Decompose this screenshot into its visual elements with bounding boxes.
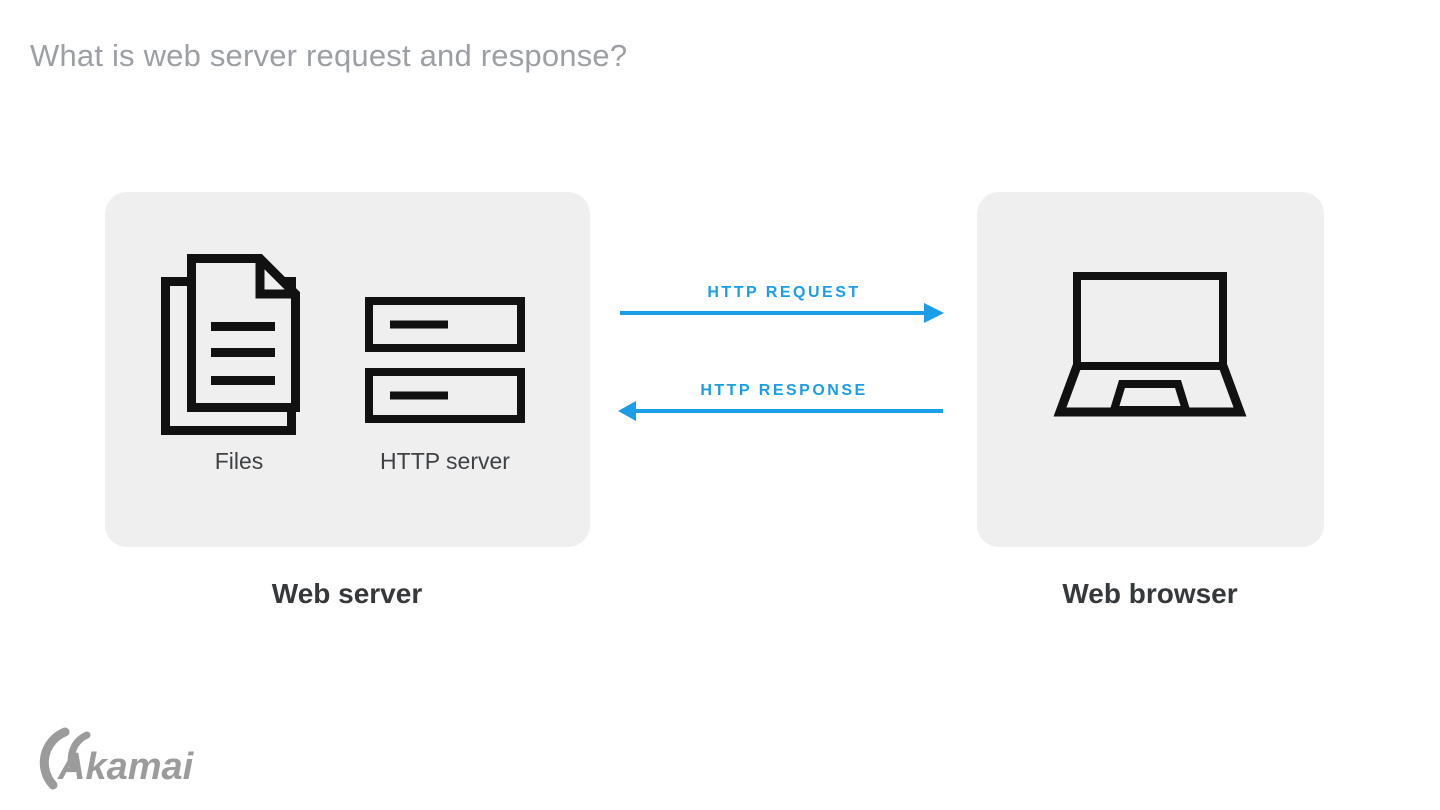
web-server-panel: Files HTTP server [105, 192, 590, 547]
web-browser-panel [977, 192, 1324, 547]
akamai-wordmark: Akamai [57, 746, 195, 788]
http-request-label: HTTP REQUEST [707, 284, 861, 301]
http-server-icon [365, 297, 525, 423]
web-browser-caption: Web browser [1062, 578, 1238, 609]
page-title: What is web server request and response? [30, 38, 628, 73]
akamai-swoosh-outer [39, 727, 70, 790]
http-server-label: HTTP server [380, 448, 510, 474]
web-server-caption: Web server [271, 578, 423, 609]
http-response-label: HTTP RESPONSE [700, 382, 868, 399]
akamai-logo: Akamai [39, 727, 195, 790]
files-label: Files [214, 448, 264, 474]
http-request-arrow-icon [620, 303, 944, 323]
akamai-swoosh-inner [67, 731, 91, 772]
files-icon [161, 254, 300, 435]
laptop-icon [1053, 272, 1247, 417]
http-response-arrow-icon [618, 401, 943, 421]
